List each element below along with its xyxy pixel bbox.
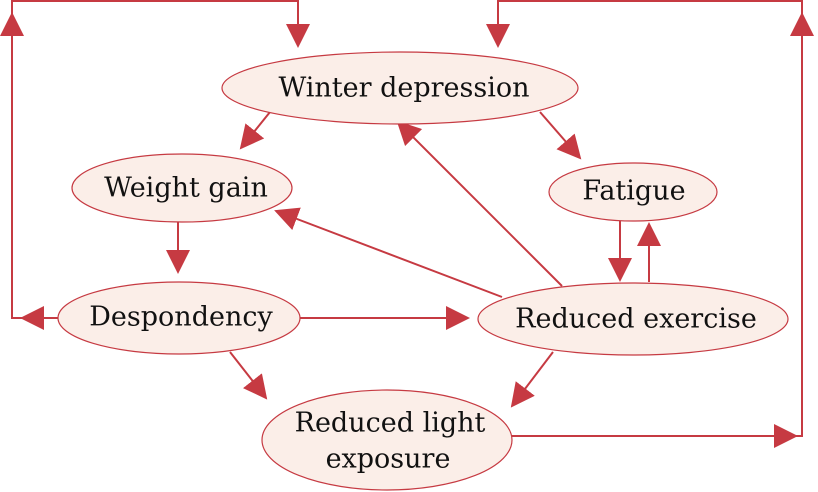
edge-winter-to-weight-gain: [239, 111, 271, 150]
node-label: Weight gain: [104, 173, 268, 204]
node-label: Reduced exercise: [515, 304, 757, 335]
node-reduced-exercise: Reduced exercise: [477, 282, 789, 356]
node-label: Winter depression: [278, 73, 529, 104]
node-label: Despondency: [89, 302, 273, 333]
node-label-line2: exposure: [326, 444, 451, 475]
node-label: Fatigue: [582, 176, 685, 207]
edge-exercise-to-light: [510, 351, 554, 408]
edge-winter-to-fatigue: [539, 111, 582, 160]
node-winter-depression: Winter depression: [221, 51, 579, 125]
node-weight-gain: Weight gain: [71, 153, 293, 223]
node-despondency: Despondency: [57, 281, 301, 355]
edge-exercise-to-weight-gain: [274, 207, 503, 298]
edge-despondency-to-light: [229, 351, 268, 400]
node-reduced-light-exposure: Reduced light exposure: [261, 389, 513, 491]
edge-exercise-to-winter: [396, 120, 563, 287]
node-label-line1: Reduced light: [295, 408, 486, 439]
node-fatigue: Fatigue: [548, 162, 718, 222]
